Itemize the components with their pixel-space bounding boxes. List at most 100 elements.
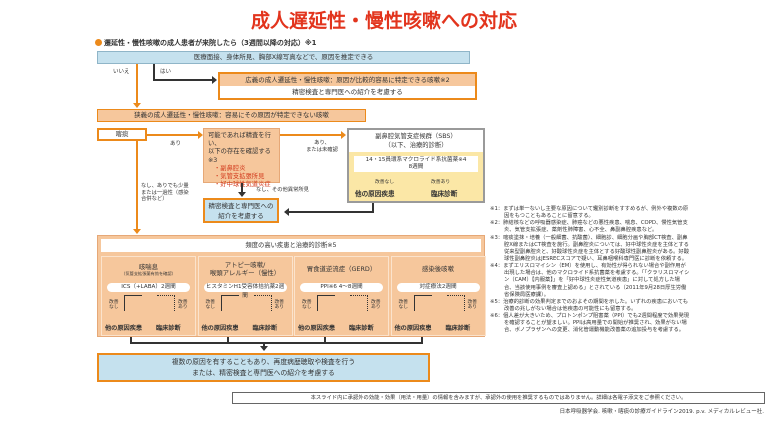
connector xyxy=(263,342,265,348)
check-line: 以下の存在を確認する※3 xyxy=(208,148,271,164)
connector xyxy=(280,134,342,136)
label-improve: 改善あり xyxy=(467,300,478,311)
connector xyxy=(153,79,213,81)
check-line: 可能であれば精査を行い、 xyxy=(208,132,271,148)
final-box: 複数の原因を有することもあり、再度病歴聴取や検査を行うまたは、精密検査と専門医へ… xyxy=(97,353,430,382)
label-none-other: なし、その他異常所見 xyxy=(256,187,309,193)
label-improve: 改善あり xyxy=(274,300,285,311)
label-ari-unconfirmed: あり、または未確認 xyxy=(300,140,344,153)
final-line: 複数の原因を有することもあり、再度病歴聴取や検査を行う xyxy=(171,358,356,366)
connector xyxy=(372,203,374,212)
result-clinical-diagnosis: 臨床診断 xyxy=(445,325,471,332)
arrow-icon xyxy=(260,346,268,355)
footnote: ※5：治療的診断の効果判定までのおよその期間を示した。いずれの疾患においても改善… xyxy=(490,298,689,312)
label-no-improve: 改善なし xyxy=(375,180,395,185)
label-line: 合併など） xyxy=(141,196,168,203)
label-ari: あり xyxy=(170,141,182,147)
disclaimer: 本スライド内に承認外の効能・効果（用法・用量）の情報を含みますが、承認外の使用を… xyxy=(232,392,765,404)
label-line: なし、ありでも少量 xyxy=(141,183,189,189)
label-no-improve: 改善なし xyxy=(205,300,216,311)
arrow-icon xyxy=(133,229,141,238)
connector xyxy=(153,64,155,80)
narrow-cough-box: 狭義の成人遷延性・慢性咳嗽：容易にその原因が特定できない咳嗽 xyxy=(97,109,366,122)
disease-name: 胃食道逆流症（GERD） xyxy=(306,265,377,273)
result-clinical-diagnosis: 臨床診断 xyxy=(252,325,278,332)
intro-text: 遷延性・慢性咳嗽の成人患者が来院したら（3週間以降の対応）※1 xyxy=(104,39,317,47)
disease-name: 感染後咳嗽 xyxy=(422,265,454,273)
arrow-icon xyxy=(198,131,207,139)
check-item: ・副鼻腔炎 xyxy=(214,164,246,172)
connector xyxy=(136,64,138,106)
arrow-icon xyxy=(133,103,141,112)
footnote: ※1：まずは単一ないし主要な原因について鑑別診断をすすめるが、例外や複数の原因を… xyxy=(490,206,689,220)
connector xyxy=(130,342,423,344)
label-line: または一過性（感染 xyxy=(141,189,189,196)
treatment: PPI※6 4〜8週間 xyxy=(300,283,383,292)
disease-box: 咳喘息（気管支拡張薬有効を確認） ICS（+LABA）2週間改善なし 改善あり他の原… xyxy=(101,256,196,336)
arrow-icon xyxy=(238,192,246,201)
broad-body: 精密検査と専門医への紹介を考慮する xyxy=(292,88,403,96)
label-yes: はい xyxy=(160,69,172,75)
sbs-drug-name: 14・15員環系マクロライド系抗菌薬※4 xyxy=(365,157,467,163)
intro: 遷延性・慢性咳嗽の成人患者が来院したら（3週間以降の対応）※1 xyxy=(95,38,317,48)
citation: 日本呼吸器学会. 咳嗽・喀痰の診療ガイドライン2019. p.v. メディカルレ… xyxy=(559,409,764,415)
sbs-title: 副鼻腔気管支症候群（SBS） xyxy=(375,133,457,140)
label-line: あり、 xyxy=(314,140,330,146)
label-improve: 改善あり xyxy=(431,180,451,185)
arrow-icon xyxy=(341,131,350,139)
result-clinical-diagnosis: 臨床診断 xyxy=(156,325,181,332)
connector xyxy=(285,211,374,213)
sbs-duration: 8週間 xyxy=(408,164,424,170)
connector xyxy=(241,183,243,194)
label-no-improve: 改善なし xyxy=(302,300,312,311)
disease-box: 感染後咳嗽対症療法2週間改善なし 改善あり他の原因疾患 臨床診断 xyxy=(390,256,486,336)
disease-name: 咳喘息 xyxy=(138,262,159,271)
footnote: ※3：喀痰塗抹・培養（一般細菌、抗酸菌）、細胞診、細胞分画や胸部CT検査、副鼻腔… xyxy=(490,234,690,262)
page-title: 成人遅延性・慢性咳嗽への対応 xyxy=(250,10,517,32)
result-other-disease: 他の原因疾患 xyxy=(298,325,336,332)
refer-line: 紹介を考慮する xyxy=(218,212,264,220)
label-no-improve: 改善なし xyxy=(109,300,119,311)
disease-name: 喉頭アレルギー（慢性） xyxy=(209,269,281,277)
sputum-box: 喀痰 xyxy=(97,128,147,141)
footnotes: ※1：まずは単一ないし主要な原因について鑑別診断をすすめるが、例外や複数の原因を… xyxy=(490,206,690,335)
refer-box: 精密検査と専門医への紹介を考慮する xyxy=(203,198,279,223)
footnote: ※6：個人差が大きいため、プロトンポンプ阻害薬（PPI）でも2週間程度で効果発現… xyxy=(490,313,690,334)
connector xyxy=(147,134,199,136)
result-other-disease: 他の原因疾患 xyxy=(105,325,143,332)
sbs-box: 副鼻腔気管支症候群（SBS） （以下、治療的診断） 14・15員環系マクロライド系… xyxy=(347,128,485,203)
footnote: ※2：肺結核などの呼吸器感染症、肺癌などの悪性疾患、喘息、COPD、慢性気管支炎… xyxy=(490,220,688,234)
final-line: または、精密検査と専門医への紹介を考慮する xyxy=(192,369,335,377)
label-no-improve: 改善なし xyxy=(398,300,409,311)
sbs-subtitle: （以下、治療的診断） xyxy=(384,142,448,149)
treatment: 対症療法2週間 xyxy=(396,283,480,292)
disease-name: アトピー咳嗽/ xyxy=(224,261,266,269)
footnote: ※4：まずエリスロマイシン（EM）を使用し、有効性が得られない場合や副作用が出現… xyxy=(490,263,690,298)
broad-head: 広義の成人遷延性・慢性咳嗽：原因が比較的容易に特定できる咳嗽※2 xyxy=(220,74,475,86)
check-findings-box: 可能であれば精査を行い、 以下の存在を確認する※3 ・副鼻腔炎 ・気管支拡張所見… xyxy=(203,128,280,188)
label-none-small: なし、ありでも少量または一過性（感染合併など） xyxy=(141,183,189,203)
broad-cough-box: 広義の成人遷延性・慢性咳嗽：原因が比較的容易に特定できる咳嗽※2 精密検査と専門… xyxy=(218,72,477,100)
result-other-disease: 他の原因疾患 xyxy=(355,190,395,198)
result-clinical-diagnosis: 臨床診断 xyxy=(349,325,374,332)
step-estimate-cause: 医療面接、身体所見、胸部X線写真などで、原因を推定できる xyxy=(97,51,470,64)
result-other-disease: 他の原因疾患 xyxy=(201,325,239,332)
check-item: ・気管支拡張所見 xyxy=(214,172,265,180)
treatment: ICS（+LABA）2週間 xyxy=(107,283,190,292)
result-other-disease: 他の原因疾患 xyxy=(394,325,432,332)
result-clinical-diagnosis: 臨床診断 xyxy=(431,190,458,198)
connector xyxy=(136,141,138,231)
arrow-icon xyxy=(212,76,221,84)
disease-note: （気管支拡張薬有効を確認） xyxy=(121,270,176,276)
label-line: または未確認 xyxy=(306,146,338,153)
arrow-icon xyxy=(280,208,289,216)
label-improve: 改善あり xyxy=(178,300,188,311)
bullet-icon xyxy=(95,39,102,46)
frequent-title: 頻度の高い疾患と治療的診断※5 xyxy=(101,239,481,252)
treatment: ヒスタミンH1受容体拮抗薬2週間 xyxy=(203,283,287,299)
sbs-header: 副鼻腔気管支症候群（SBS） （以下、治療的診断） xyxy=(349,130,483,152)
disease-box: アトピー咳嗽/喉頭アレルギー（慢性） ヒスタミンH1受容体拮抗薬2週間改善なし 改善… xyxy=(197,256,293,336)
frequent-diseases-box: 頻度の高い疾患と治療的診断※5 咳喘息（気管支拡張薬有効を確認） ICS（+LAB… xyxy=(97,235,486,337)
disease-box: 胃食道逆流症（GERD）PPI※6 4〜8週間改善なし改善あり他の原因疾患臨床診… xyxy=(294,256,389,336)
